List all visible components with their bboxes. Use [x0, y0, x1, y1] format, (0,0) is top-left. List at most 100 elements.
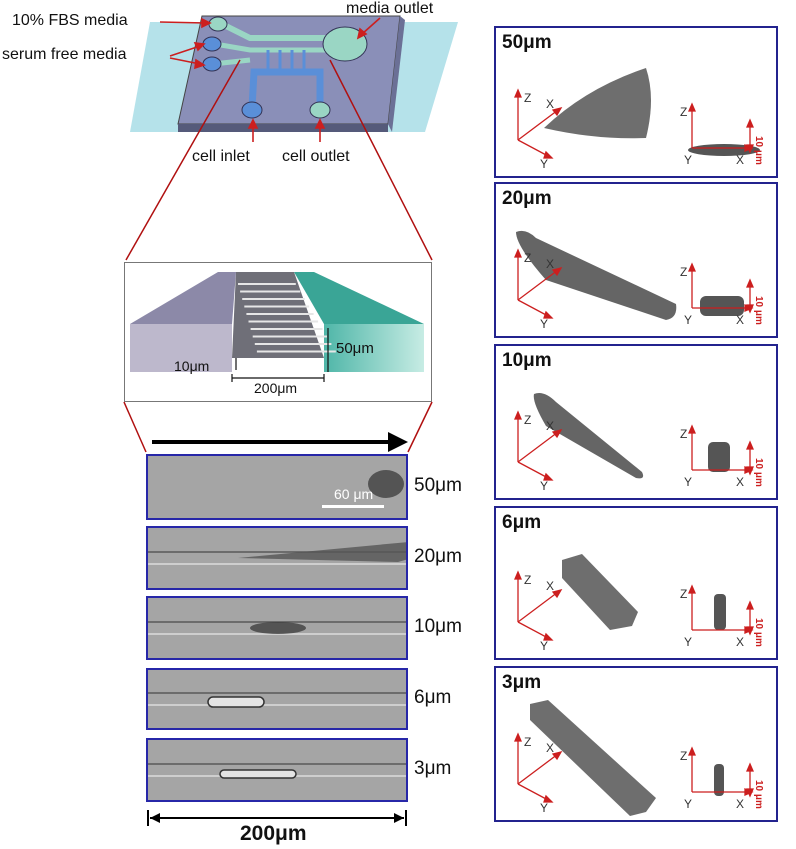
- axes-2d: Z Y X: [680, 102, 754, 167]
- cell-3d-render: [562, 554, 638, 630]
- cell-cross-section: [708, 442, 730, 472]
- scale-bar: [322, 505, 384, 508]
- microfluidic-device-diagram: [125, 15, 458, 261]
- channel-width-label: 3μm: [414, 758, 452, 779]
- axes-2d: Z Y X: [680, 424, 754, 489]
- svg-text:Z: Z: [680, 265, 687, 279]
- height-scale-bar: 10 μm: [746, 440, 764, 487]
- channel-width-label: 6μm: [414, 687, 452, 708]
- svg-text:Y: Y: [540, 157, 548, 171]
- reconstruction-render: Z X Y Z Y X 10 μm: [514, 554, 764, 653]
- cell-3d-render: [516, 230, 677, 320]
- serum-port-2: [202, 56, 222, 72]
- reconstruction-render: Z X Y Z Y X 10 μm: [514, 700, 764, 816]
- serum-port-1: [202, 36, 222, 52]
- channel-steps: [238, 283, 336, 353]
- axes-2d: Z Y X: [680, 262, 754, 327]
- height-scale-bar: 10 μm: [746, 278, 764, 325]
- svg-text:Y: Y: [684, 635, 692, 649]
- axes-3d: Z X Y: [514, 570, 563, 653]
- cell-3d-render: [544, 68, 651, 139]
- axes-2d: Z Y X: [680, 584, 754, 649]
- axes-3d: Z X Y: [514, 410, 563, 493]
- svg-text:X: X: [736, 313, 744, 327]
- svg-text:X: X: [546, 579, 554, 593]
- cell-channel: [248, 68, 324, 109]
- channel-width-label: 50μm: [414, 475, 462, 496]
- svg-text:X: X: [736, 475, 744, 489]
- svg-text:Y: Y: [684, 153, 692, 167]
- device-side-right: [388, 16, 405, 132]
- reconstruction-panel: Z X Y Z Y X 10 μm 10μm: [494, 344, 778, 500]
- media-outlet-port: [322, 26, 368, 62]
- label-arrows: [159, 17, 381, 142]
- scale-bar-label: 60 μm: [334, 486, 374, 502]
- panel-title: 6μm: [502, 512, 542, 533]
- cell-image: [368, 470, 404, 498]
- cell-cross-section: [688, 144, 760, 156]
- svg-text:Z: Z: [680, 749, 687, 763]
- cross-section-width-label: 200μm: [254, 380, 298, 396]
- svg-text:Z: Z: [680, 587, 687, 601]
- cell-inlet-label: cell inlet: [192, 148, 250, 165]
- cell-cross-section: [714, 764, 724, 796]
- svg-text:X: X: [546, 97, 554, 111]
- cell-image: [250, 622, 306, 634]
- svg-text:X: X: [546, 257, 554, 271]
- right-wall-top: [294, 272, 424, 324]
- svg-text:Y: Y: [540, 639, 548, 653]
- svg-text:X: X: [546, 741, 554, 755]
- cell-image: [238, 542, 406, 562]
- cell-inlet-port: [241, 101, 263, 119]
- cell-cross-section: [714, 594, 726, 630]
- micrograph-strip: [146, 596, 408, 660]
- channel-width-label: 20μm: [414, 546, 462, 567]
- reconstruction-panel: Z X Y Z Y X 10 μm 6μm: [494, 506, 778, 660]
- svg-text:X: X: [736, 797, 744, 811]
- panel-title: 3μm: [502, 672, 542, 693]
- constriction-channels: [266, 50, 306, 72]
- zoom-line-right: [407, 401, 433, 453]
- span-label: 200μm: [240, 822, 307, 845]
- span-dimension: [147, 810, 407, 826]
- flow-arrow-layer: [123, 401, 433, 453]
- svg-text:X: X: [736, 153, 744, 167]
- zoom-lines: [125, 59, 433, 261]
- cell-image: [207, 696, 265, 708]
- cell-3d-render: [530, 700, 656, 816]
- svg-text:X: X: [736, 635, 744, 649]
- svg-text:10 μm: 10 μm: [753, 618, 764, 647]
- reconstruction-panel: Z X Y Z Y X 10 μm 3μm: [494, 666, 778, 822]
- cell-3d-render: [533, 393, 644, 479]
- micrograph-strip: [146, 526, 408, 590]
- height-scale-bar: 10 μm: [746, 600, 764, 647]
- svg-text:Z: Z: [524, 91, 531, 105]
- reconstruction-panel: Z X Y Z Y X 10 μm 20μm: [494, 182, 778, 338]
- reconstruction-render: Z X Y Z Y X 10 μm: [514, 68, 764, 171]
- zoom-line-left: [123, 401, 147, 453]
- left-wall-front: [130, 324, 232, 372]
- media-outlet-label: media outlet: [346, 0, 434, 17]
- micrograph-strip: [146, 668, 408, 730]
- svg-text:Z: Z: [524, 573, 531, 587]
- fbs-media-label: 10% FBS media: [12, 12, 128, 29]
- reconstruction-render: Z X Y Z Y X 10 μm: [514, 230, 764, 331]
- svg-text:Y: Y: [684, 475, 692, 489]
- svg-text:Y: Y: [540, 317, 548, 331]
- fbs-port: [208, 16, 228, 32]
- panel-title: 50μm: [502, 32, 552, 53]
- micrograph-strip: [146, 454, 408, 520]
- axes-3d: Z X Y: [514, 88, 563, 171]
- svg-text:Z: Z: [524, 413, 531, 427]
- svg-text:Z: Z: [680, 427, 687, 441]
- cell-cross-section: [700, 296, 744, 316]
- svg-text:10 μm: 10 μm: [753, 136, 764, 165]
- svg-text:Y: Y: [540, 801, 548, 815]
- svg-text:Z: Z: [680, 105, 687, 119]
- height-scale-bar: 10 μm: [746, 762, 764, 809]
- cell-image: [219, 769, 297, 779]
- svg-text:X: X: [546, 419, 554, 433]
- cross-section-diagram: [130, 272, 424, 382]
- axes-2d: Z Y X: [680, 746, 754, 811]
- reconstruction-render: Z X Y Z Y X 10 μm: [514, 393, 764, 493]
